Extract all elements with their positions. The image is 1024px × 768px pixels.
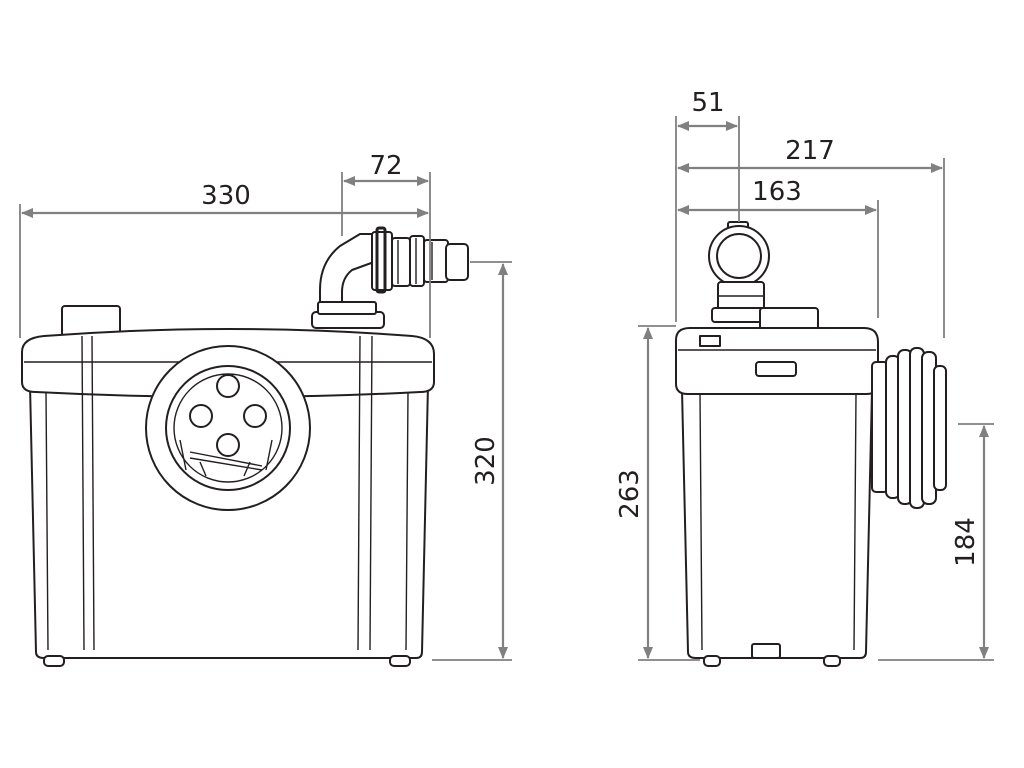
dim-label-217: 217 [785,136,835,166]
side-view [675,221,947,667]
front-inlet [145,345,311,511]
side-body [681,389,873,659]
dim-label-51: 51 [691,88,724,118]
side-dimensions: 51 217 163 263 184 [615,88,994,661]
dim-label-263: 263 [615,469,645,519]
side-inlet-bellows [871,347,947,509]
dim-label-72: 72 [369,151,402,181]
dim-label-163: 163 [752,177,802,207]
front-view [21,226,469,667]
dim-label-330: 330 [201,181,251,211]
side-outlet-pipe [708,221,771,323]
front-outlet-pipe [311,226,469,329]
front-body [29,384,429,659]
front-dimensions: 330 72 320 [19,151,512,661]
dim-label-184: 184 [951,517,981,567]
dim-label-320: 320 [471,436,501,486]
